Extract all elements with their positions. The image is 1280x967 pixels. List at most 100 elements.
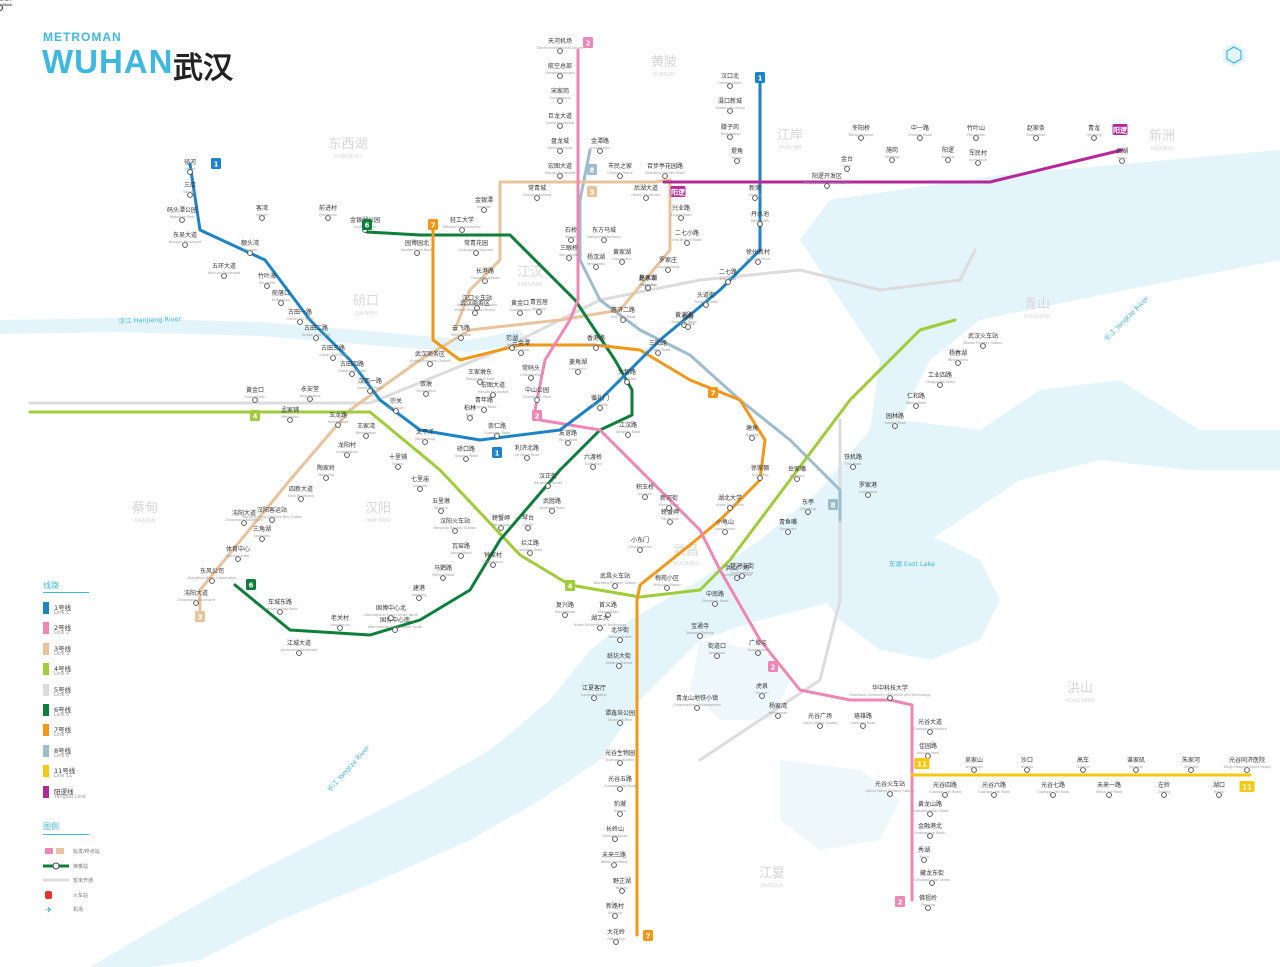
line-badge[interactable]: 7 bbox=[708, 387, 718, 398]
station[interactable]: 小东门Xiaodongmen bbox=[628, 536, 651, 552]
station[interactable]: 施岗Shigang bbox=[885, 146, 899, 162]
station[interactable]: 赵家条Zhaojiatiao bbox=[1026, 124, 1045, 140]
station[interactable]: 二七路Erqi Road bbox=[719, 268, 737, 284]
station[interactable]: 陶家岭Taojialing bbox=[317, 464, 335, 480]
line-badge[interactable]: 8 bbox=[587, 164, 597, 175]
line-badge[interactable]: 3 bbox=[195, 611, 205, 622]
line-badge[interactable]: 1 bbox=[492, 447, 502, 458]
station[interactable]: 长岭山Changlingshan bbox=[602, 825, 627, 841]
station[interactable]: 老关村Laoguancun bbox=[330, 614, 351, 630]
app-logo-icon[interactable] bbox=[1221, 42, 1247, 68]
station[interactable]: 汉阳火车站Hanyang Railway Station bbox=[434, 517, 476, 533]
station[interactable]: 柏林Bolin bbox=[464, 404, 476, 420]
station[interactable]: 江城大道Jiangcheng Boulevard bbox=[280, 639, 318, 655]
station[interactable]: 罗家庄Luojiazhuang bbox=[657, 256, 679, 272]
line-badge[interactable]: 阳逻 bbox=[671, 186, 687, 197]
station[interactable]: 黄家湖Huangjiahu bbox=[612, 248, 631, 264]
station[interactable]: 三金潭Sanjintan bbox=[512, 339, 530, 355]
station[interactable]: 玉龙路Yulong Road bbox=[328, 411, 349, 427]
station[interactable]: 东方马城Dongfang Macheng bbox=[587, 226, 620, 242]
station[interactable]: 珞雄路Luoxiong Road bbox=[851, 712, 876, 728]
station[interactable]: 梅苑小区Meiyuan Xiaoqu bbox=[653, 574, 680, 590]
line-badge[interactable]: 7 bbox=[428, 219, 438, 230]
station[interactable]: 光谷六路Guanggu 6th Road bbox=[978, 781, 1010, 797]
station[interactable]: 青宜居Qingyiju bbox=[530, 298, 548, 314]
station[interactable]: 光谷同济医院Tongji Hospital Optics Valley bbox=[1222, 756, 1271, 772]
station[interactable]: 园博园北Garden Expo North bbox=[401, 239, 433, 255]
line-badge[interactable]: 4 bbox=[565, 580, 575, 591]
line-badge[interactable]: 2 bbox=[895, 896, 905, 907]
station[interactable]: 阳逻Yangluo bbox=[941, 146, 954, 162]
station[interactable]: 国博中心南International Expo Center South bbox=[368, 616, 423, 632]
station[interactable]: 百步亭花园路Baibuting Garden Road bbox=[645, 162, 684, 178]
line-badge[interactable]: 1 bbox=[211, 158, 221, 169]
station[interactable]: 佛祖岭Fozuling bbox=[919, 894, 937, 910]
line-badge[interactable]: 4 bbox=[250, 410, 260, 421]
station[interactable]: 武胜路Wusheng Road bbox=[539, 497, 564, 513]
station[interactable]: 体育中心Sports Center bbox=[226, 545, 250, 561]
line-badge[interactable]: 1 bbox=[755, 72, 765, 83]
station[interactable]: 湖口Hukou bbox=[1213, 781, 1225, 797]
station[interactable]: 光谷大道Guanggu Boulevard bbox=[913, 718, 947, 734]
station[interactable]: 豹澥Baoxie bbox=[614, 800, 626, 816]
station[interactable]: 藏龙东街Canglong East Street bbox=[914, 869, 951, 885]
station[interactable]: 硚口路Qiaokou Road bbox=[454, 445, 477, 461]
station[interactable]: 古田一路Gutian 1st Road bbox=[286, 308, 313, 324]
station[interactable]: 孟家铺Mengjiapu bbox=[281, 406, 299, 422]
station[interactable]: 谌家矶Chenjiaji bbox=[1127, 756, 1145, 772]
station[interactable]: 市民之家Citizens' Home bbox=[607, 162, 632, 178]
station[interactable]: 大花岭Dahualing bbox=[607, 928, 625, 944]
station[interactable]: 竹叶山Zhuyeshan bbox=[967, 124, 986, 140]
station[interactable]: 三角湖Sanjiaohu bbox=[253, 525, 271, 541]
station[interactable]: 武汉火车站Wuhan Railway Station bbox=[963, 332, 1002, 348]
line-badge[interactable]: 阳逻 bbox=[1113, 124, 1129, 135]
station[interactable]: 光谷广场Optics Valley Square bbox=[803, 712, 838, 728]
station[interactable]: 码头潭公园Matoutan Park bbox=[167, 206, 197, 222]
station[interactable]: 黄金口Huangjinkou bbox=[509, 299, 530, 315]
station[interactable]: 循礼门Xunlimen bbox=[591, 394, 609, 410]
station[interactable]: 常青花园Changqing Huayuan bbox=[459, 239, 494, 255]
line-badge[interactable]: 2 bbox=[768, 661, 778, 672]
station[interactable]: 武湖Wuhu bbox=[1116, 147, 1128, 163]
station[interactable]: 友谊路Youyi Road bbox=[559, 429, 577, 445]
station[interactable]: 王家湾Wangjiawan bbox=[356, 422, 376, 438]
station[interactable]: 东风公司Dongfeng Motor Corporation bbox=[188, 567, 237, 583]
station[interactable]: 太平洋Taipingyang bbox=[414, 428, 435, 444]
station[interactable]: 塘角Tangjiao bbox=[744, 424, 759, 440]
station[interactable]: 军民村Junmincun bbox=[968, 149, 987, 165]
station[interactable]: 东吴大道Dongwu Boulevard bbox=[169, 231, 201, 247]
station[interactable]: 佳园路Jiayuan Road bbox=[916, 742, 939, 758]
station[interactable]: 滠口新城Shekou Xincheng bbox=[715, 97, 744, 113]
station[interactable]: 光谷生物园Guanggu Biolake bbox=[605, 749, 635, 765]
station[interactable]: 石桥Shiqiao bbox=[565, 226, 578, 242]
station[interactable]: 金银潭Jinyintan bbox=[475, 196, 493, 212]
station[interactable]: 秀湖Xiuhu bbox=[918, 846, 930, 862]
station[interactable]: 徐家棚Xujiapeng bbox=[751, 464, 769, 480]
station[interactable]: 七里庙Qilimiao bbox=[411, 475, 429, 491]
line-badge[interactable]: 11 bbox=[915, 758, 930, 769]
station[interactable]: 金潭路Jintan Road bbox=[589, 137, 609, 153]
station[interactable]: 沙口Shakou bbox=[1021, 757, 1033, 772]
station[interactable]: 舵落口Duoluokou bbox=[272, 289, 290, 305]
station[interactable]: 马鹦路Maying Road bbox=[432, 564, 454, 580]
